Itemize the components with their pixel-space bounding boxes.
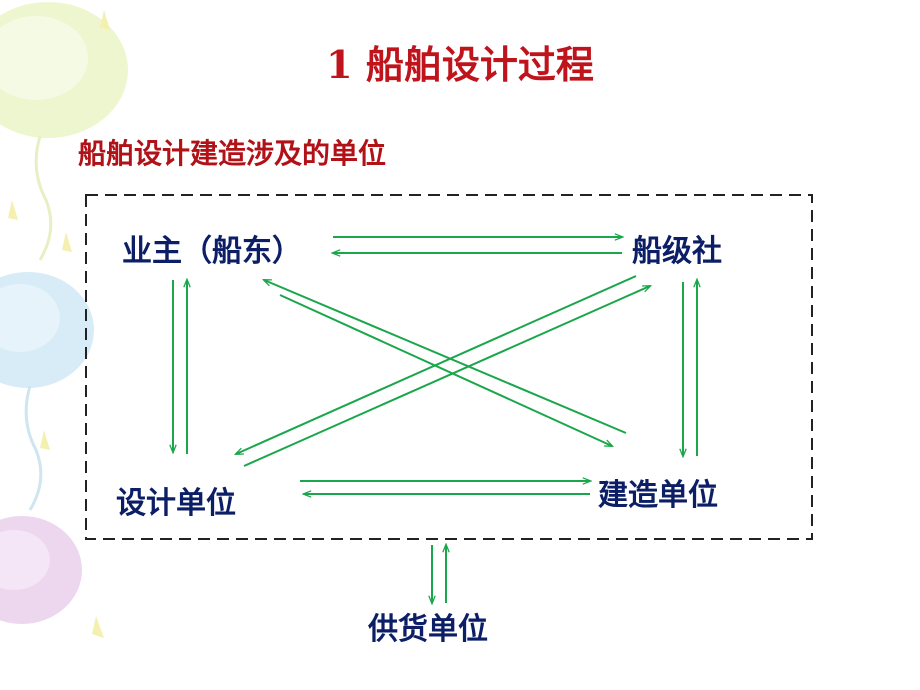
slide-subtitle: 船舶设计建造涉及的单位 (78, 137, 387, 170)
dashed-boundary-box (85, 194, 813, 540)
slide-title: 1 船舶设计过程 (326, 42, 594, 87)
node-design-unit: 设计单位 (116, 486, 236, 521)
arrow-class-to-design (236, 275, 637, 454)
arrow-design-to-class (243, 286, 650, 467)
arrow-owner-to-build (279, 294, 612, 446)
node-supplier-unit: 供货单位 (368, 612, 488, 647)
node-construction-unit: 建造单位 (598, 478, 718, 513)
node-owner: 业主（船东） (122, 234, 302, 269)
arrow-build-to-owner (264, 280, 627, 434)
balloon-decoration (0, 2, 128, 638)
node-classification-society: 船级社 (632, 234, 722, 269)
